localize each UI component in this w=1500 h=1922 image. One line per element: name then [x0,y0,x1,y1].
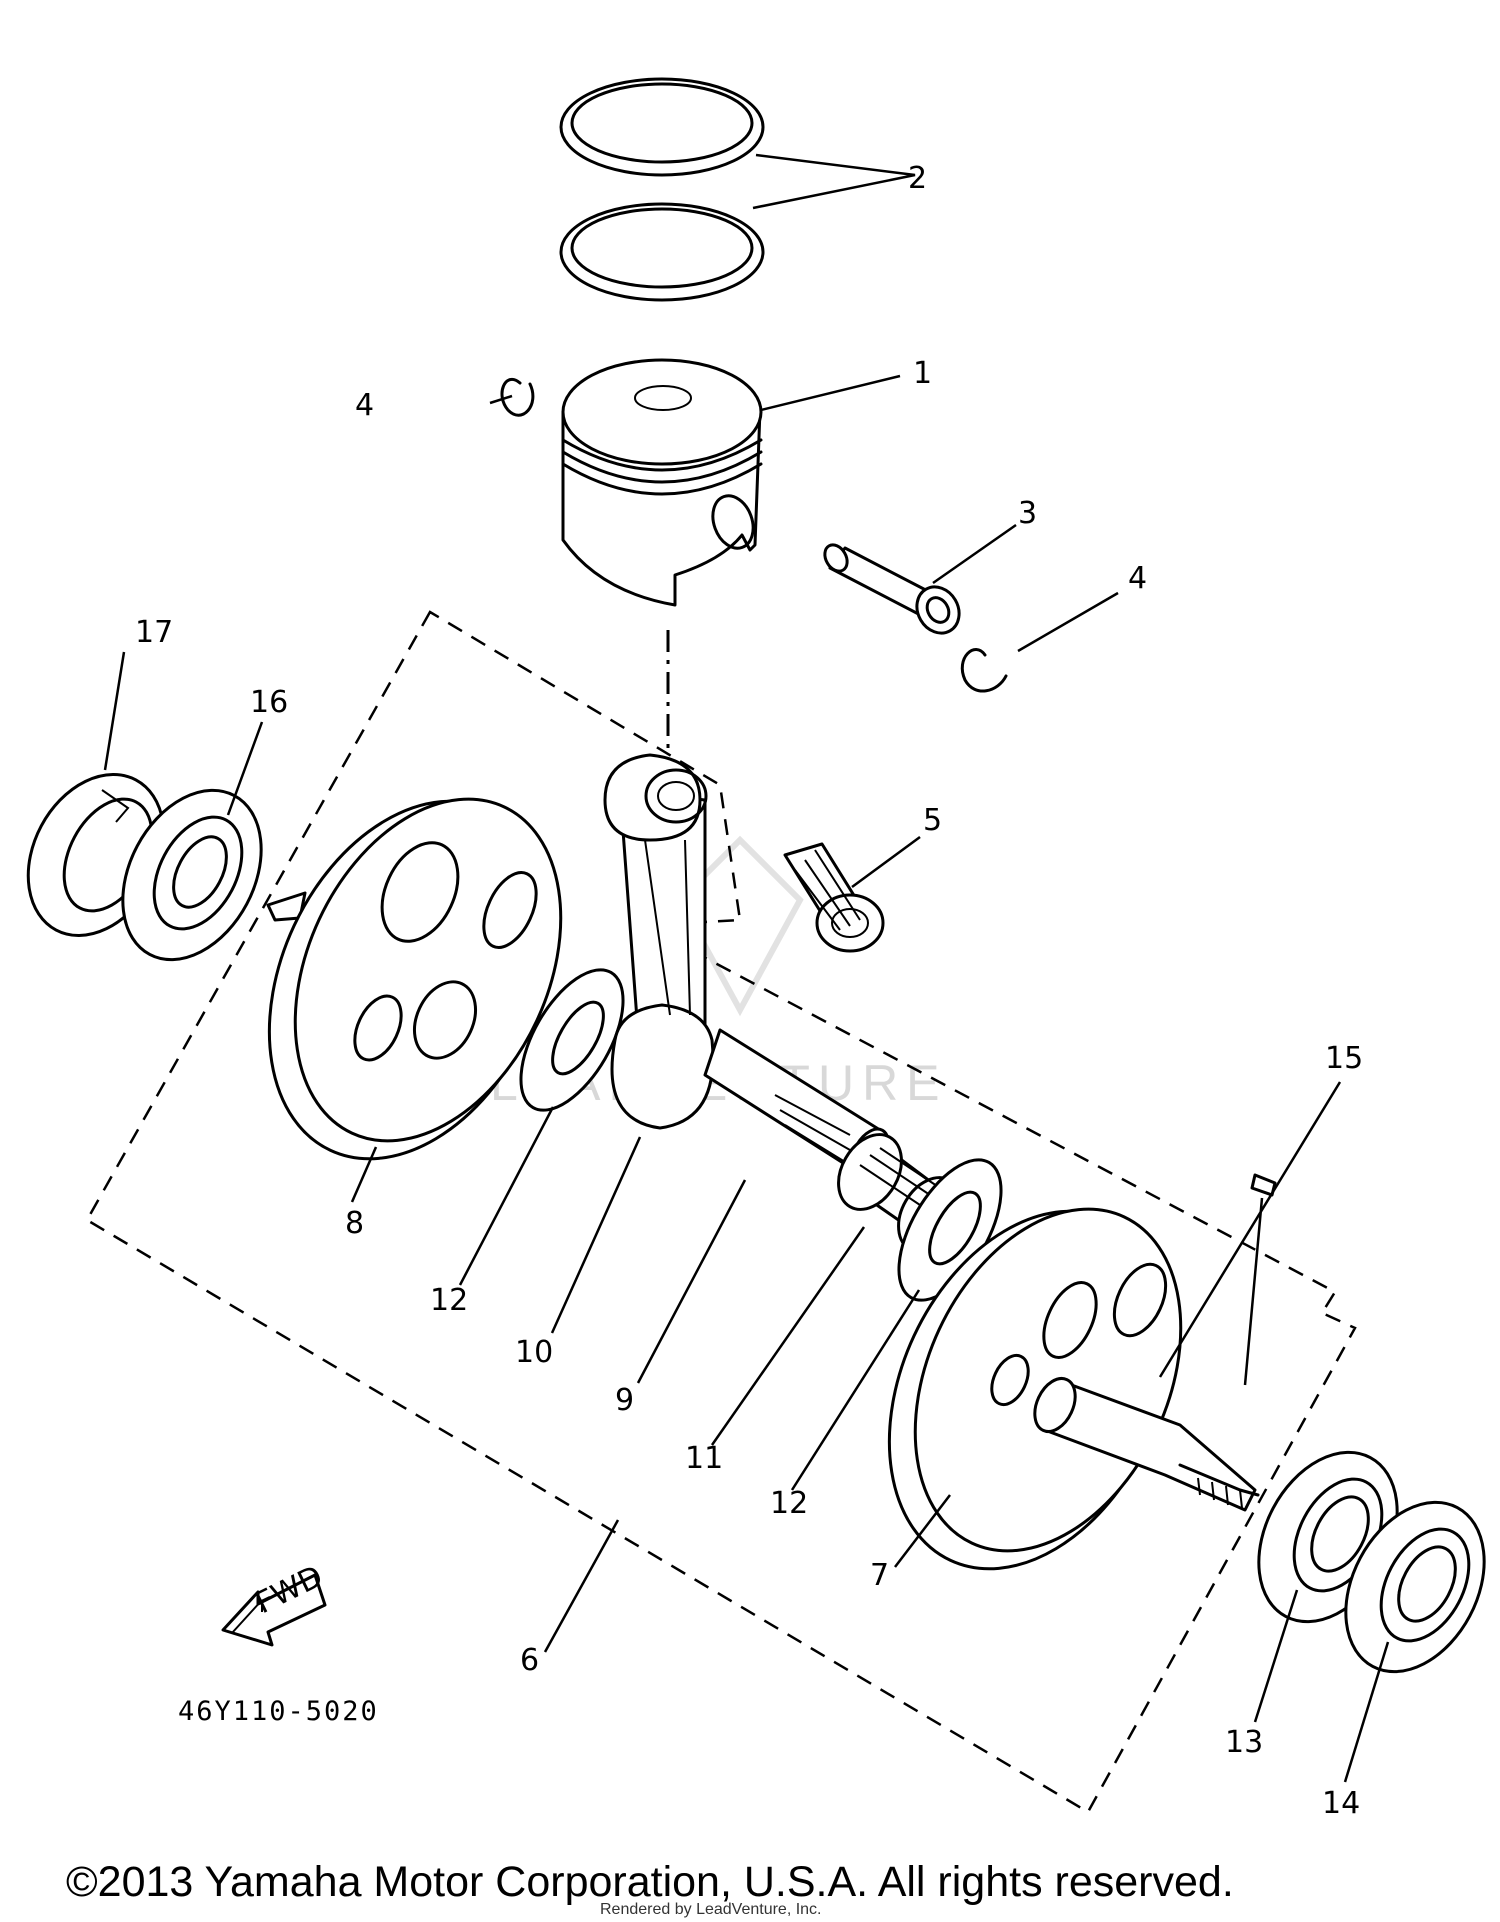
callout-2: 2 [908,161,927,196]
forward-direction-arrow: FWD [221,1559,328,1647]
callout-9: 9 [615,1383,634,1418]
callout-1: 1 [913,356,932,391]
callout-7: 7 [870,1558,889,1593]
callout-12-right: 12 [770,1486,808,1521]
callout-10: 10 [515,1335,553,1370]
piston-pin [823,543,961,635]
connecting-rod [603,753,715,1130]
callout-4-right: 4 [1128,561,1147,596]
copyright-notice: ©2013 Yamaha Motor Corporation, U.S.A. A… [66,1858,1234,1906]
callout-6: 6 [520,1643,539,1678]
callout-labels: 1 2 3 4 4 5 6 7 8 9 10 11 12 12 13 14 15… [135,161,1363,1821]
callout-11: 11 [685,1441,723,1476]
callout-4-left: 4 [355,388,374,423]
left-bearing [121,788,263,962]
callout-14: 14 [1322,1786,1360,1821]
callout-12-left: 12 [430,1283,468,1318]
piston-rings [559,77,765,302]
piston-pin-clip-left [500,377,535,417]
leader-lines [103,153,1390,1783]
callout-8: 8 [345,1206,364,1241]
diagram-code: 46Y110-5020 [178,1696,379,1727]
crankshaft-assembly-outline [85,610,1357,1814]
right-crank-web [887,1207,1260,1571]
callout-3: 3 [1018,496,1037,531]
thrust-washer-left [519,968,625,1112]
piston [561,358,763,607]
callout-5: 5 [923,803,942,838]
callout-13: 13 [1225,1725,1263,1760]
small-end-bearing [783,842,885,953]
left-crank-web [266,797,563,1161]
callout-17: 17 [135,615,173,650]
callout-16: 16 [250,685,288,720]
outer-bearing [1344,1500,1486,1674]
callout-15: 15 [1325,1041,1363,1076]
piston-pin-clip-right [960,648,1008,693]
render-credit: Rendered by LeadVenture, Inc. [600,1901,822,1918]
